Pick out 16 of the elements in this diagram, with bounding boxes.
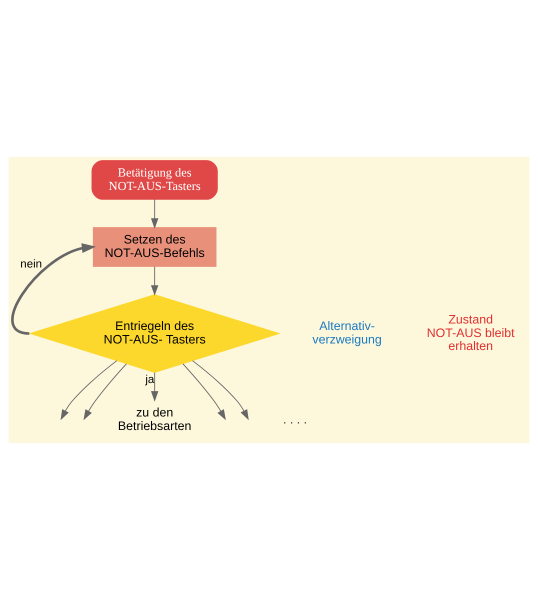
node-box: Betätigung des NOT-AUS-Tasters <box>92 160 218 200</box>
arrow <box>192 360 249 420</box>
node-text: zu den Betriebsarten <box>118 406 192 433</box>
arrow <box>182 363 226 420</box>
arrow <box>150 372 158 402</box>
label: Zustand NOT-AUS bleibt erhalten <box>426 312 515 354</box>
edge-label: ja <box>145 374 154 386</box>
node-box: Setzen des NOT-AUS-Befehls <box>92 227 216 267</box>
label: Alternativ- verzweigung <box>312 319 382 346</box>
arrow <box>60 360 118 420</box>
edge-label: nein <box>20 258 42 271</box>
node-diamond: Entriegeln des NOT-AUS- Tasters <box>28 294 281 373</box>
arrow <box>150 198 158 229</box>
label: . . . . <box>283 412 308 426</box>
arrow <box>150 266 158 296</box>
arrow <box>83 363 127 420</box>
